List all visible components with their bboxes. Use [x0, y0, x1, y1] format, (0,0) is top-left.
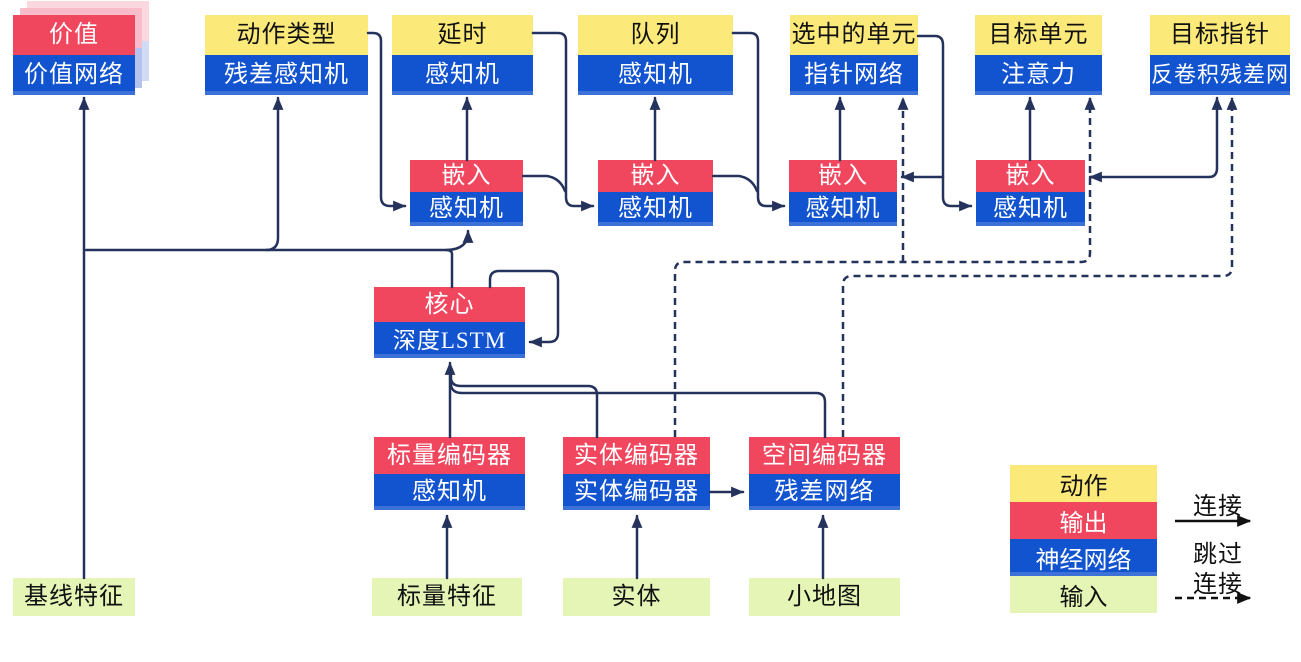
node-target-point-body: 反卷积残差网	[1150, 55, 1290, 95]
node-target-unit-header: 目标单元	[975, 15, 1102, 55]
node-action-type-header: 动作类型	[205, 15, 368, 55]
legend-item-action: 动作	[1010, 465, 1157, 502]
arrow-trunk-to-action-type	[264, 96, 284, 252]
legend-item-output: 输出	[1010, 502, 1157, 539]
input-entities: 实体	[563, 578, 710, 616]
node-action-type-body: 残差感知机	[205, 55, 368, 95]
node-value-body: 价值网络	[13, 55, 135, 95]
node-scalar-encoder-header: 标量编码器	[374, 437, 525, 474]
node-scalar-encoder: 标量编码器感知机	[374, 437, 525, 510]
node-delay-body: 感知机	[392, 55, 533, 95]
wire-embed2-out-merge	[711, 174, 759, 193]
wire-embed1-out-merge	[521, 174, 567, 193]
wire-spatial-encoder-to-core-merge	[449, 379, 827, 439]
legend: 动作 输出 神经网络 输入	[1010, 465, 1157, 613]
arrow-queued-to-embed3	[731, 31, 786, 212]
node-embed-4: 嵌入感知机	[976, 160, 1085, 226]
node-embed-2-header: 嵌入	[598, 160, 713, 192]
node-selected-units-header: 选中的单元	[790, 15, 918, 55]
arrow-trunk-to-embed1	[444, 229, 474, 252]
input-minimap: 小地图	[749, 578, 900, 616]
skip-spatial-encoder-to-target-point	[841, 96, 1238, 437]
node-embed-3-header: 嵌入	[789, 160, 897, 192]
node-embed-3-body: 感知机	[789, 192, 897, 226]
node-entity-encoder-body: 实体编码器	[563, 474, 710, 510]
node-target-point-header: 目标指针	[1150, 15, 1290, 55]
node-embed-1-header: 嵌入	[410, 160, 523, 192]
legend-item-input: 输入	[1010, 576, 1157, 613]
node-entity-encoder: 实体编码器实体编码器	[563, 437, 710, 510]
node-spatial-encoder-header: 空间编码器	[749, 437, 900, 474]
node-core: 核心深度LSTM	[374, 287, 525, 358]
input-scalar-features: 标量特征	[372, 578, 522, 616]
node-spatial-encoder: 空间编码器残差网络	[749, 437, 900, 510]
legend-skip-label-2: 连接	[1193, 572, 1243, 598]
legend-skip-label-1: 跳过	[1193, 542, 1243, 568]
node-queued: 队列感知机	[578, 15, 733, 95]
input-baseline-features: 基线特征	[13, 578, 135, 616]
legend-item-network: 神经网络	[1010, 539, 1157, 576]
node-embed-1: 嵌入感知机	[410, 160, 523, 226]
node-delay-header: 延时	[392, 15, 533, 55]
wire-core-output-trunk	[84, 248, 454, 289]
node-entity-encoder-header: 实体编码器	[563, 437, 710, 474]
arrow-embed4-to-target-point	[1089, 96, 1223, 179]
node-embed-2: 嵌入感知机	[598, 160, 713, 226]
skip-entity-encoder-to-target-unit	[673, 96, 1096, 437]
node-spatial-encoder-body: 残差网络	[749, 474, 900, 510]
node-value: 价值价值网络	[13, 1, 149, 95]
node-value-header: 价值	[13, 15, 135, 55]
node-embed-3: 嵌入感知机	[789, 160, 897, 226]
node-delay: 延时感知机	[392, 15, 533, 95]
node-embed-4-body: 感知机	[976, 192, 1085, 226]
node-embed-2-body: 感知机	[598, 192, 713, 226]
node-queued-body: 感知机	[578, 55, 733, 95]
node-action-type: 动作类型残差感知机	[205, 15, 368, 95]
wire-entity-encoder-to-core-merge	[449, 373, 599, 439]
arrow-selected-units-to-embed4	[916, 34, 973, 212]
node-target-unit-body: 注意力	[975, 55, 1102, 95]
node-core-body: 深度LSTM	[374, 322, 525, 358]
legend-connection-label: 连接	[1193, 494, 1243, 520]
node-core-header: 核心	[374, 287, 525, 322]
node-target-unit: 目标单元注意力	[975, 15, 1102, 95]
node-queued-header: 队列	[578, 15, 733, 55]
node-embed-4-header: 嵌入	[976, 160, 1085, 192]
node-selected-units-body: 指针网络	[790, 55, 918, 95]
node-scalar-encoder-body: 感知机	[374, 474, 525, 510]
node-selected-units: 选中的单元指针网络	[790, 15, 918, 95]
node-embed-1-body: 感知机	[410, 192, 523, 226]
node-target-point: 目标指针反卷积残差网	[1150, 15, 1290, 95]
